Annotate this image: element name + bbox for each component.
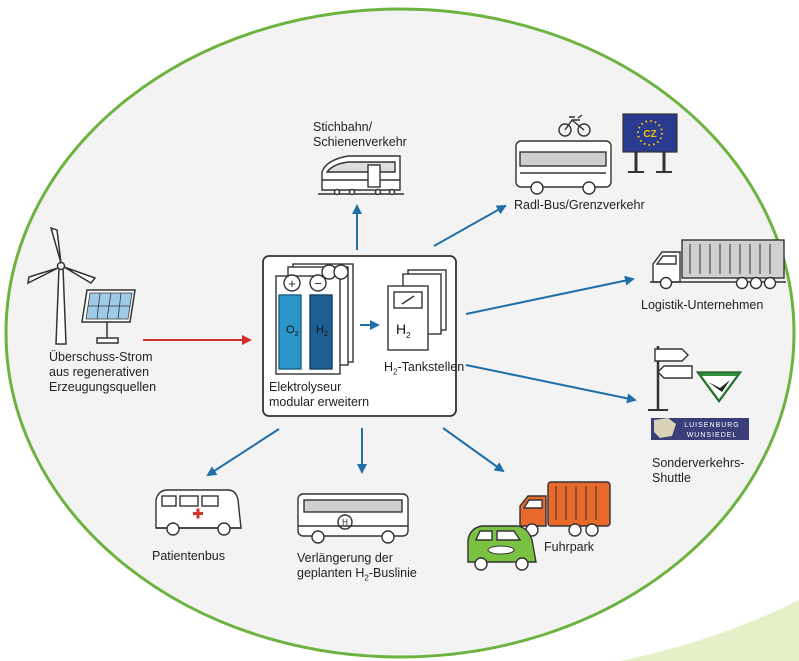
bus-line-2: geplanten H2-Buslinie — [297, 566, 417, 586]
fuel-pump-icon — [387, 269, 447, 351]
decorative-swoosh — [620, 600, 799, 661]
nature-park-shield-icon — [695, 371, 743, 404]
bus-line-label: Verlängerung der geplanten H2-Buslinie — [297, 551, 417, 586]
rail-label: Stichbahn/ Schienenverkehr — [313, 120, 423, 150]
patient-bus-label: Patientenbus — [152, 549, 225, 563]
luisenburg-logo — [651, 418, 749, 440]
surplus-line-3: Erzeugungsquellen — [49, 380, 157, 394]
tank-h: H — [384, 360, 394, 374]
green-car-icon — [467, 525, 537, 571]
electrolyzer-line-1: Elektrolyseur — [269, 380, 342, 394]
solar-panel-icon — [81, 289, 136, 344]
truck-icon — [650, 239, 786, 290]
eu-cz-sign-icon — [622, 113, 678, 173]
luisenburg-bottom-text: WUNSIEDEL — [687, 432, 738, 439]
bus-line-sub: 2 — [364, 573, 369, 583]
garbage-truck-icon — [519, 481, 611, 537]
o2-label: O2 — [286, 324, 299, 338]
tank-h2-label: H2 — [396, 321, 411, 340]
electrolyzer-label: Elektrolyseur modular erweitern — [269, 380, 369, 410]
special-shuttle-label: Sonderverkehrs- Shuttle — [652, 456, 744, 486]
minus-sign: − — [314, 276, 322, 291]
tank-sub: 2 — [393, 367, 398, 377]
surplus-line-1: Überschuss-Strom — [49, 350, 153, 364]
red-cross-icon — [193, 508, 203, 519]
rail-line-2: Schienenverkehr — [313, 135, 407, 149]
surplus-line-2: aus regenerativen — [49, 365, 150, 379]
bus-line-2a: geplanten H — [297, 566, 365, 580]
shuttle-line-1: Sonderverkehrs- — [652, 456, 745, 470]
o2-cell — [278, 294, 302, 370]
radl-bus-label: Radl-Bus/Grenzverkehr — [514, 198, 645, 212]
logistics-label: Logistik-Unternehmen — [641, 298, 764, 312]
tank-stations-label: H2-Tankstellen — [384, 360, 464, 380]
output-arrows — [206, 204, 637, 477]
plus-sign: + — [288, 276, 296, 291]
shuttle-line-2: Shuttle — [652, 471, 691, 485]
tank-rest: -Tankstellen — [397, 360, 465, 374]
h2-cell-label: H2 — [316, 324, 328, 338]
electrolyzer-icon — [275, 263, 354, 375]
h2-cell — [309, 294, 333, 370]
train-icon — [318, 155, 404, 196]
signpost-icon — [648, 346, 693, 411]
cz-label: CZ — [643, 129, 656, 140]
bus-line-1: Verlängerung der — [297, 551, 393, 565]
surplus-power-label: Überschuss-Strom aus regenerativen Erzeu… — [49, 350, 199, 395]
electrolyzer-line-2: modular erweitern — [269, 395, 370, 409]
bus-h2-mark: H — [342, 518, 348, 527]
luisenburg-top-text: LUISENBURG — [684, 422, 740, 429]
h2-bus-icon — [297, 493, 409, 544]
wind-turbine-icon — [27, 226, 97, 345]
bicycle-icon — [558, 114, 591, 137]
fleet-label: Fuhrpark — [544, 540, 595, 554]
radl-bus-icon — [515, 140, 612, 195]
rail-line-1: Stichbahn/ — [313, 120, 373, 134]
bus-line-2b: -Buslinie — [368, 566, 417, 580]
